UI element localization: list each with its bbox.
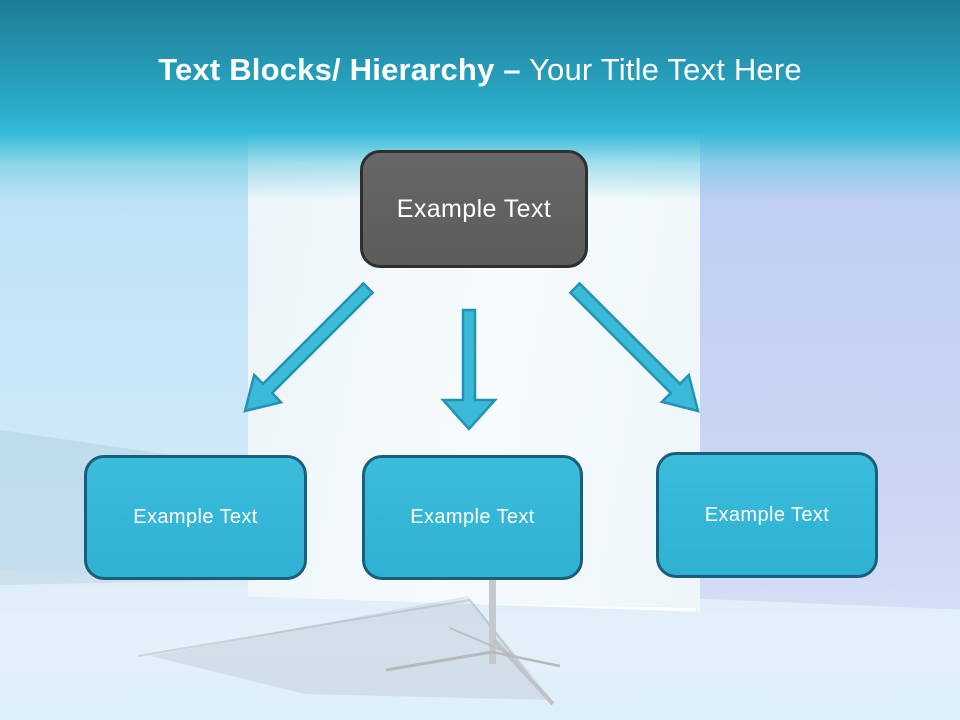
child-text-block-1[interactable]: Example Text: [84, 455, 307, 580]
child-text-block-2-label: Example Text: [410, 506, 535, 528]
child-text-block-3-label: Example Text: [704, 503, 830, 526]
title-bold-text: Text Blocks/ Hierarchy –: [158, 52, 521, 87]
tripod-leg: [491, 650, 561, 668]
tripod-pole: [489, 574, 496, 664]
slide-title[interactable]: Text Blocks/ Hierarchy – Your Title Text…: [0, 51, 960, 90]
tripod-leg: [385, 650, 493, 672]
tripod-brace: [449, 627, 521, 659]
root-text-block-label: Example Text: [396, 194, 552, 223]
floor-shadow: [150, 596, 552, 700]
down-arrow-icon[interactable]: [440, 308, 498, 431]
root-text-block[interactable]: Example Text: [360, 150, 588, 268]
child-text-block-2[interactable]: Example Text: [362, 455, 583, 580]
title-subtitle-text: Your Title Text Here: [520, 52, 802, 87]
shadow-streak: [137, 599, 471, 657]
down-right-arrow-icon[interactable]: [568, 281, 700, 413]
down-left-arrow-icon[interactable]: [243, 281, 375, 413]
child-text-block-3[interactable]: Example Text: [656, 452, 878, 578]
child-text-block-1-label: Example Text: [133, 506, 258, 528]
